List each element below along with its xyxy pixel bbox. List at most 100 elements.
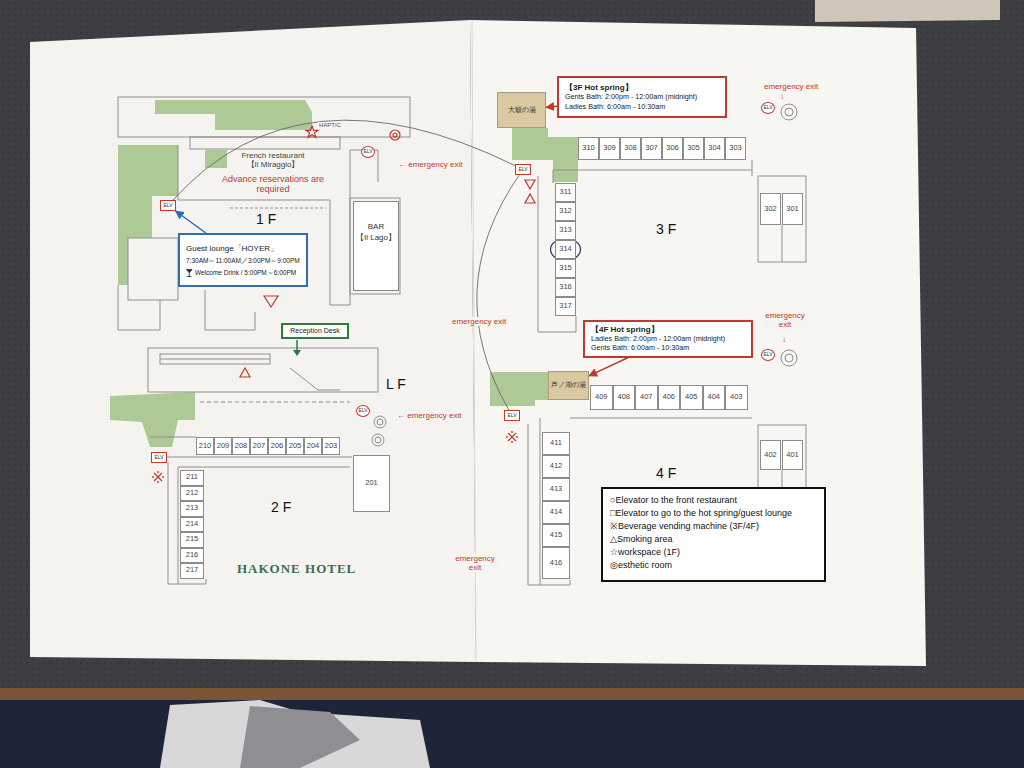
lounge-callout: Guest lounge「HOYER」7:30AM～11:00AM／3:00PM… (178, 233, 308, 287)
room-number: 406 (662, 393, 675, 402)
room-box: 309 (599, 137, 620, 160)
map-symbol (154, 126, 535, 481)
elevator-circle: ELV (356, 405, 370, 417)
room-number: 413 (550, 485, 563, 494)
room-number: 210 (199, 442, 212, 451)
green-area (205, 150, 227, 168)
callout-text: Ladies Bath: 2:00pm - 12:00am (midnight) (591, 335, 725, 343)
room-number: 305 (687, 144, 700, 153)
green-area (155, 100, 312, 130)
callout-text: Ladies Bath: 6:00am - 10:30am (565, 103, 665, 111)
reception-desk-box: Reception Desk (281, 323, 349, 339)
area-name: BAR (368, 222, 384, 231)
elevator-label: ELV (154, 455, 163, 461)
room-number: 403 (730, 393, 743, 402)
floor-outline (538, 316, 576, 332)
room-box: 307 (641, 137, 662, 160)
green-area (118, 145, 178, 285)
room-number: 215 (186, 535, 199, 544)
green-area (110, 100, 578, 447)
room-number: 317 (559, 302, 572, 311)
room-box: 304 (704, 137, 725, 160)
callout-text: Guest lounge「HOYER」 (186, 244, 278, 253)
room-box: 215 (180, 532, 204, 548)
room-number: 316 (559, 283, 572, 292)
room-number: 414 (550, 508, 563, 517)
room-number: 205 (289, 442, 302, 451)
room-number: 408 (617, 393, 630, 402)
floor-outline (160, 359, 270, 360)
floor-outline (118, 97, 806, 585)
floor-outline (528, 580, 570, 585)
floor-outline (785, 108, 793, 116)
room-box: 412 (542, 455, 570, 478)
floor-label: 3 F (655, 221, 677, 237)
callout-arrow (589, 358, 628, 376)
restaurant-label: French restaurant 【Il Miraggio】 (236, 151, 310, 169)
room-number: 415 (550, 531, 563, 540)
floor-label: 2 F (270, 499, 292, 515)
room-box: 213 (180, 501, 204, 517)
floor-outline (570, 418, 752, 419)
wine-glass-icon (187, 270, 193, 277)
elevator-square: ELV (515, 164, 531, 175)
wine-glass-icon (186, 269, 193, 277)
background (0, 688, 1024, 702)
elevator-label: ELV (763, 105, 772, 111)
floor-outline (781, 104, 797, 120)
room-box: 409 (590, 385, 613, 410)
room-number: 416 (550, 559, 563, 568)
map-symbol (390, 130, 400, 140)
floor-outline (118, 97, 410, 137)
background (0, 700, 1024, 768)
room-box: 305 (683, 137, 704, 160)
bar-area: BAR【Il Lago】 (353, 201, 399, 291)
room-box: 302 (760, 193, 781, 225)
exit-note: emergency exit (763, 82, 819, 91)
area-name: 芦ノ湖の湯 (551, 381, 586, 389)
floor-outline (372, 434, 384, 446)
vending-dot (162, 476, 164, 478)
background (240, 706, 360, 768)
room-number: 402 (764, 451, 777, 460)
room-number: 308 (624, 144, 637, 153)
room-box: 407 (635, 385, 658, 410)
room-number: 306 (666, 144, 679, 153)
room-number: 411 (550, 439, 562, 448)
elevator-circle: ELV (361, 146, 375, 158)
room-box: 403 (725, 385, 748, 410)
paper-sheet (30, 20, 926, 666)
legend-text: ◎esthetic room (610, 560, 672, 570)
desk-label: Reception Desk (290, 327, 339, 335)
floor-outline (290, 368, 340, 390)
map-symbol (508, 433, 516, 441)
room-box: 209 (214, 437, 232, 455)
floor-outline (752, 160, 753, 176)
vending-dot (511, 441, 513, 443)
green-area (490, 372, 548, 406)
floor-outline (148, 348, 378, 392)
room-box: 216 (180, 548, 204, 564)
floor-outline (168, 462, 169, 584)
room-box: 402 (760, 440, 781, 470)
floor-outline (540, 418, 541, 585)
room-number: 216 (186, 551, 199, 560)
floor-outline (168, 579, 206, 584)
elevator-label: ELV (763, 352, 772, 358)
room-number: 214 (186, 520, 199, 529)
exit-note: emergency exit (451, 317, 507, 326)
room-box: 205 (286, 437, 304, 455)
room-box: 310 (578, 137, 599, 160)
room-number: 208 (235, 442, 248, 451)
bath-area: 芦ノ湖の湯 (548, 371, 589, 400)
room-box: 313 (555, 221, 576, 240)
callout-text: 【3F Hot spring】 (565, 83, 633, 92)
room-number: 303 (729, 144, 742, 153)
room-box: 316 (555, 278, 576, 297)
floor-outline (553, 170, 554, 183)
background (0, 0, 1024, 695)
room-number: 212 (186, 489, 199, 498)
room-box: 416 (542, 547, 570, 579)
elevator-route-line (477, 175, 519, 410)
